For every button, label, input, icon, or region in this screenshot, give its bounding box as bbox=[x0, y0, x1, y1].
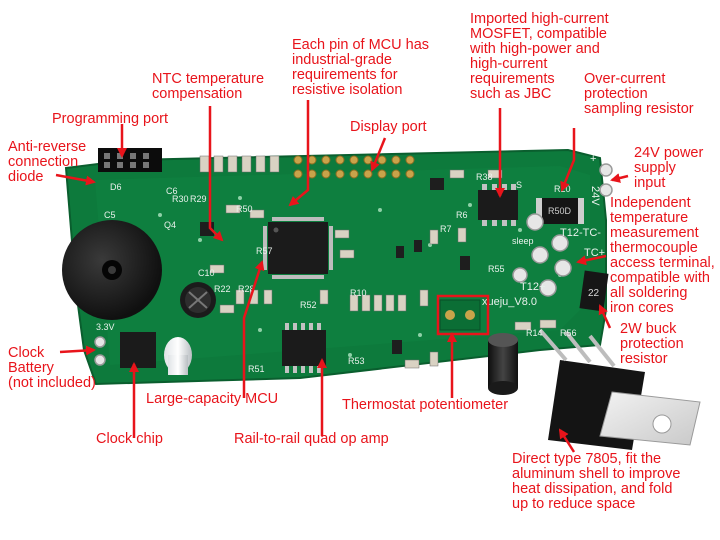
silk-r29: R29 bbox=[190, 194, 207, 204]
display-port-holes bbox=[293, 155, 415, 179]
silk-d6: D6 bbox=[110, 182, 122, 192]
power-pads bbox=[599, 163, 613, 197]
label-opamp: Rail-to-rail quad op amp bbox=[234, 431, 389, 447]
arrow-mcu bbox=[242, 260, 265, 398]
buck-resistor bbox=[579, 270, 609, 312]
silk-r14: R14 bbox=[526, 328, 543, 338]
silk-s: S bbox=[516, 180, 522, 190]
callout-arrows bbox=[55, 100, 629, 453]
silk-24v: 24V bbox=[589, 186, 601, 206]
silk-r6: R6 bbox=[456, 210, 468, 220]
silk-r30: R30 bbox=[172, 194, 189, 204]
label-mosfet: Imported high-current MOSFET, compatible… bbox=[470, 11, 609, 102]
label-battery: Clock Battery (not included) bbox=[8, 345, 96, 391]
silkscreen: xueju_V8.0 R50 R51 R52 R53 R55 R56 R57 R… bbox=[96, 153, 605, 374]
label-mcu: Large-capacity MCU bbox=[146, 391, 279, 407]
silk-r28: R28 bbox=[238, 284, 255, 294]
capacitor-right bbox=[488, 333, 518, 395]
arrow-power bbox=[610, 173, 629, 183]
label-programming: Programming port bbox=[52, 111, 169, 127]
label-potentiometer: Thermostat potentiometer bbox=[342, 397, 509, 413]
mosfet-chip bbox=[478, 184, 518, 226]
silk-c6: C6 bbox=[166, 186, 178, 196]
silk-r22: R22 bbox=[214, 284, 231, 294]
silk-version: xueju_V8.0 bbox=[482, 296, 537, 308]
capacitor-left bbox=[180, 282, 216, 318]
arrow-thermocouple bbox=[576, 254, 607, 266]
silk-tc-plus: TC+ bbox=[584, 247, 605, 259]
silk-r38: R38 bbox=[476, 172, 493, 182]
silk-r52: R52 bbox=[300, 300, 317, 310]
silk-22: 22 bbox=[588, 288, 600, 299]
silk-r50d: R50D bbox=[548, 206, 572, 216]
label-isolation: Each pin of MCU has industrial-grade req… bbox=[292, 37, 430, 98]
smd-components bbox=[199, 155, 557, 369]
arrow-regulator bbox=[558, 428, 576, 453]
silk-r56: R56 bbox=[560, 328, 577, 338]
silk-c10: C10 bbox=[198, 268, 215, 278]
label-display: Display port bbox=[350, 119, 427, 135]
silk-t12-plus: T12+ bbox=[520, 281, 545, 293]
label-ntc: NTC temperature compensation bbox=[152, 71, 265, 102]
arrow-anti-reverse bbox=[55, 173, 96, 186]
silk-t12-tc: T12-TC- bbox=[560, 227, 601, 239]
thermocouple-pads bbox=[512, 213, 572, 297]
arrow-buck bbox=[598, 304, 612, 329]
silk-plus: + bbox=[590, 153, 596, 165]
silk-r50: R50 bbox=[236, 204, 253, 214]
arrow-isolation bbox=[288, 100, 310, 207]
silk-r7: R7 bbox=[440, 224, 452, 234]
silk-r57: R57 bbox=[256, 246, 273, 256]
silk-q4: Q4 bbox=[164, 220, 176, 230]
battery-holder bbox=[94, 336, 106, 366]
label-thermocouple: Independent temperature measurement ther… bbox=[610, 195, 715, 316]
silk-r53: R53 bbox=[348, 356, 365, 366]
sense-resistor bbox=[536, 198, 584, 224]
silk-r51: R51 bbox=[248, 364, 265, 374]
clock-chip bbox=[120, 332, 156, 368]
arrow-ntc bbox=[208, 106, 224, 242]
regulator-7805 bbox=[538, 328, 701, 450]
label-power: 24V power supply input bbox=[634, 145, 704, 191]
label-anti-reverse: Anti-reverse connection diode bbox=[8, 139, 87, 185]
opamp-chip bbox=[282, 323, 326, 373]
potentiometer bbox=[439, 299, 481, 331]
buzzer bbox=[62, 220, 162, 320]
label-overcurrent: Over-current protection sampling resisto… bbox=[584, 71, 694, 117]
label-clock-chip: Clock chip bbox=[96, 431, 163, 447]
potentiometer-highlight bbox=[436, 294, 490, 336]
arrow-battery bbox=[59, 345, 96, 356]
silk-3v3: 3.3V bbox=[96, 322, 115, 332]
silk-sleep: sleep bbox=[512, 236, 534, 246]
mcu-chip bbox=[263, 217, 333, 279]
capacitor-bottom bbox=[164, 337, 192, 375]
arrow-overcurrent bbox=[560, 128, 576, 192]
silk-c5: C5 bbox=[104, 210, 116, 220]
silk-r10: R10 bbox=[350, 288, 367, 298]
programming-header bbox=[98, 148, 162, 172]
label-regulator: Direct type 7805, fit the aluminum shell… bbox=[512, 451, 681, 512]
silk-r55: R55 bbox=[488, 264, 505, 274]
label-buck: 2W buck protection resistor bbox=[620, 321, 684, 367]
arrow-display bbox=[370, 137, 387, 172]
